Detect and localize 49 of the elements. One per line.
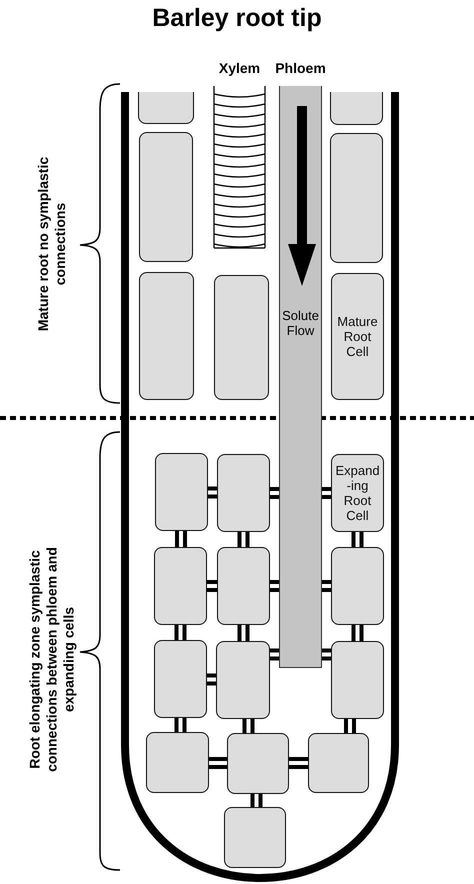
plasmodesma-connector — [344, 717, 356, 735]
root-cell — [224, 807, 286, 868]
plasmodesma-connector — [250, 792, 262, 809]
root-cell — [308, 733, 369, 793]
root-cell — [146, 732, 209, 793]
root-cell — [217, 547, 270, 625]
root-cell — [216, 641, 270, 719]
root-cell — [330, 133, 383, 263]
plasmodesma-connector — [320, 580, 333, 592]
flow-label: Solute Flow — [281, 308, 320, 338]
cell-label: Expand -ing Root Cell — [334, 463, 381, 523]
root-cell — [155, 453, 208, 531]
plasmodesma-connector — [205, 580, 219, 592]
root-cell — [139, 272, 194, 400]
plasmodesma-connector — [268, 580, 281, 592]
plasmodesma-connector — [175, 529, 187, 549]
xylem-label: Xylem — [218, 60, 262, 76]
plasmodesma-connector — [352, 623, 364, 643]
root-cell — [331, 273, 384, 400]
title: Barley root tip — [151, 4, 323, 33]
root-cell — [217, 454, 270, 532]
root-cell — [331, 547, 384, 625]
plasmodesma-connector — [352, 530, 364, 549]
plasmodesma-connector — [206, 486, 219, 498]
root-cell — [139, 132, 193, 262]
plasmodesma-connector — [320, 648, 333, 660]
root-cell — [331, 641, 384, 719]
root-cell — [214, 275, 269, 400]
plasmodesma-connector — [238, 530, 250, 549]
plasmodesma-connector — [207, 757, 229, 769]
root-cell — [138, 92, 194, 124]
phloem-label: Phloem — [274, 60, 327, 76]
root-cell — [331, 454, 384, 532]
plasmodesma-connector — [320, 487, 333, 499]
zone-label: Mature root no symplastic connections — [35, 156, 69, 334]
plasmodesma-connector — [287, 757, 310, 769]
root-cell — [330, 92, 383, 125]
zone-label: Root elongating zone symplastic connections between phloem and expanding cells — [26, 546, 78, 774]
plasmodesma-connector — [205, 674, 218, 686]
plasmodesma-connector — [268, 648, 281, 660]
root-cell — [154, 640, 207, 718]
plasmodesma-connector — [268, 487, 281, 499]
plasmodesma-connector — [174, 716, 186, 734]
plasmodesma-connector — [174, 623, 186, 642]
plasmodesma-connector — [238, 623, 250, 643]
root-cell — [227, 733, 289, 794]
plasmodesma-connector — [242, 717, 254, 735]
root-cell — [154, 547, 207, 625]
cell-label: Mature Root Cell — [336, 314, 379, 359]
